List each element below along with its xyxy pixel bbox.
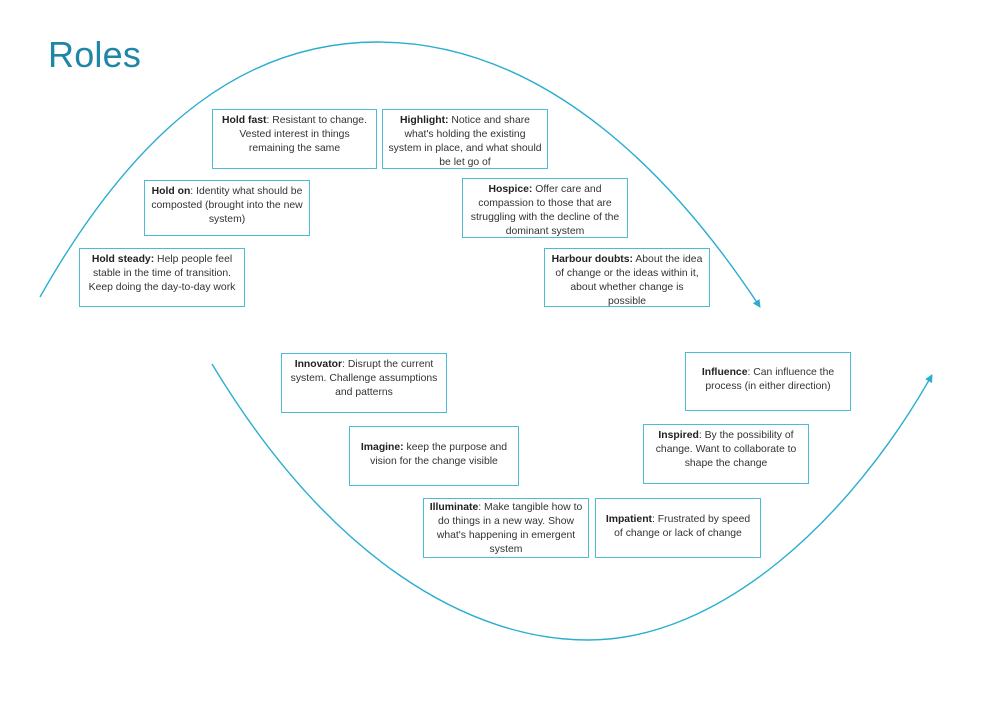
- role-label: Imagine:: [360, 442, 404, 453]
- role-label: Hold fast: [222, 115, 267, 126]
- role-label: Hold on: [151, 186, 191, 197]
- role-imagine: Imagine: keep the purpose and vision for…: [349, 426, 519, 486]
- role-highlight: Highlight: Notice and share what's holdi…: [382, 109, 548, 169]
- role-description: : Resistant to change. Vested interest i…: [239, 115, 367, 154]
- role-label: Inspired: [658, 430, 699, 441]
- role-hold-steady: Hold steady: Help people feel stable in …: [79, 248, 245, 307]
- role-label: Influence: [701, 367, 748, 378]
- declining-system-curve: [39, 41, 761, 308]
- role-description: Notice and share what's holding the exis…: [388, 115, 542, 168]
- role-description: : Make tangible how to do things in a ne…: [436, 502, 583, 555]
- role-label: Harbour doubts:: [551, 254, 634, 265]
- role-impatient: Impatient: Frustrated by speed of change…: [595, 498, 761, 558]
- role-label: Hospice:: [488, 184, 533, 195]
- role-hospice: Hospice: Offer care and compassion to th…: [462, 178, 628, 238]
- role-influence: Influence: Can influence the process (in…: [685, 352, 851, 411]
- role-inspired: Inspired: By the possibility of change. …: [643, 424, 809, 484]
- role-description: : Identity what should be composted (bro…: [151, 186, 303, 225]
- role-description: : By the possibility of change. Want to …: [655, 430, 797, 469]
- emerging-system-curve: [211, 363, 933, 641]
- page-title: Roles: [48, 34, 142, 75]
- role-description: keep the purpose and vision for the chan…: [370, 442, 508, 467]
- role-description: Offer care and compassion to those that …: [470, 184, 620, 237]
- role-label: Innovator: [294, 359, 343, 370]
- role-hold-on: Hold on: Identity what should be compost…: [144, 180, 310, 236]
- role-label: Highlight:: [400, 115, 449, 126]
- role-description: : Frustrated by speed of change or lack …: [614, 514, 751, 539]
- role-illuminate: Illuminate: Make tangible how to do thin…: [423, 498, 589, 558]
- role-label: Hold steady:: [91, 254, 155, 265]
- role-harbour-doubts: Harbour doubts: About the idea of change…: [544, 248, 710, 307]
- role-description: : Disrupt the current system. Challenge …: [290, 359, 438, 398]
- role-description: About the idea of change or the ideas wi…: [555, 254, 703, 307]
- role-hold-fast: Hold fast: Resistant to change. Vested i…: [212, 109, 377, 169]
- role-label: Impatient: [605, 514, 652, 525]
- role-label: Illuminate: [429, 502, 479, 513]
- role-innovator: Innovator: Disrupt the current system. C…: [281, 353, 447, 413]
- role-description: : Can influence the process (in either d…: [705, 367, 835, 392]
- role-description: Help people feel stable in the time of t…: [88, 254, 236, 293]
